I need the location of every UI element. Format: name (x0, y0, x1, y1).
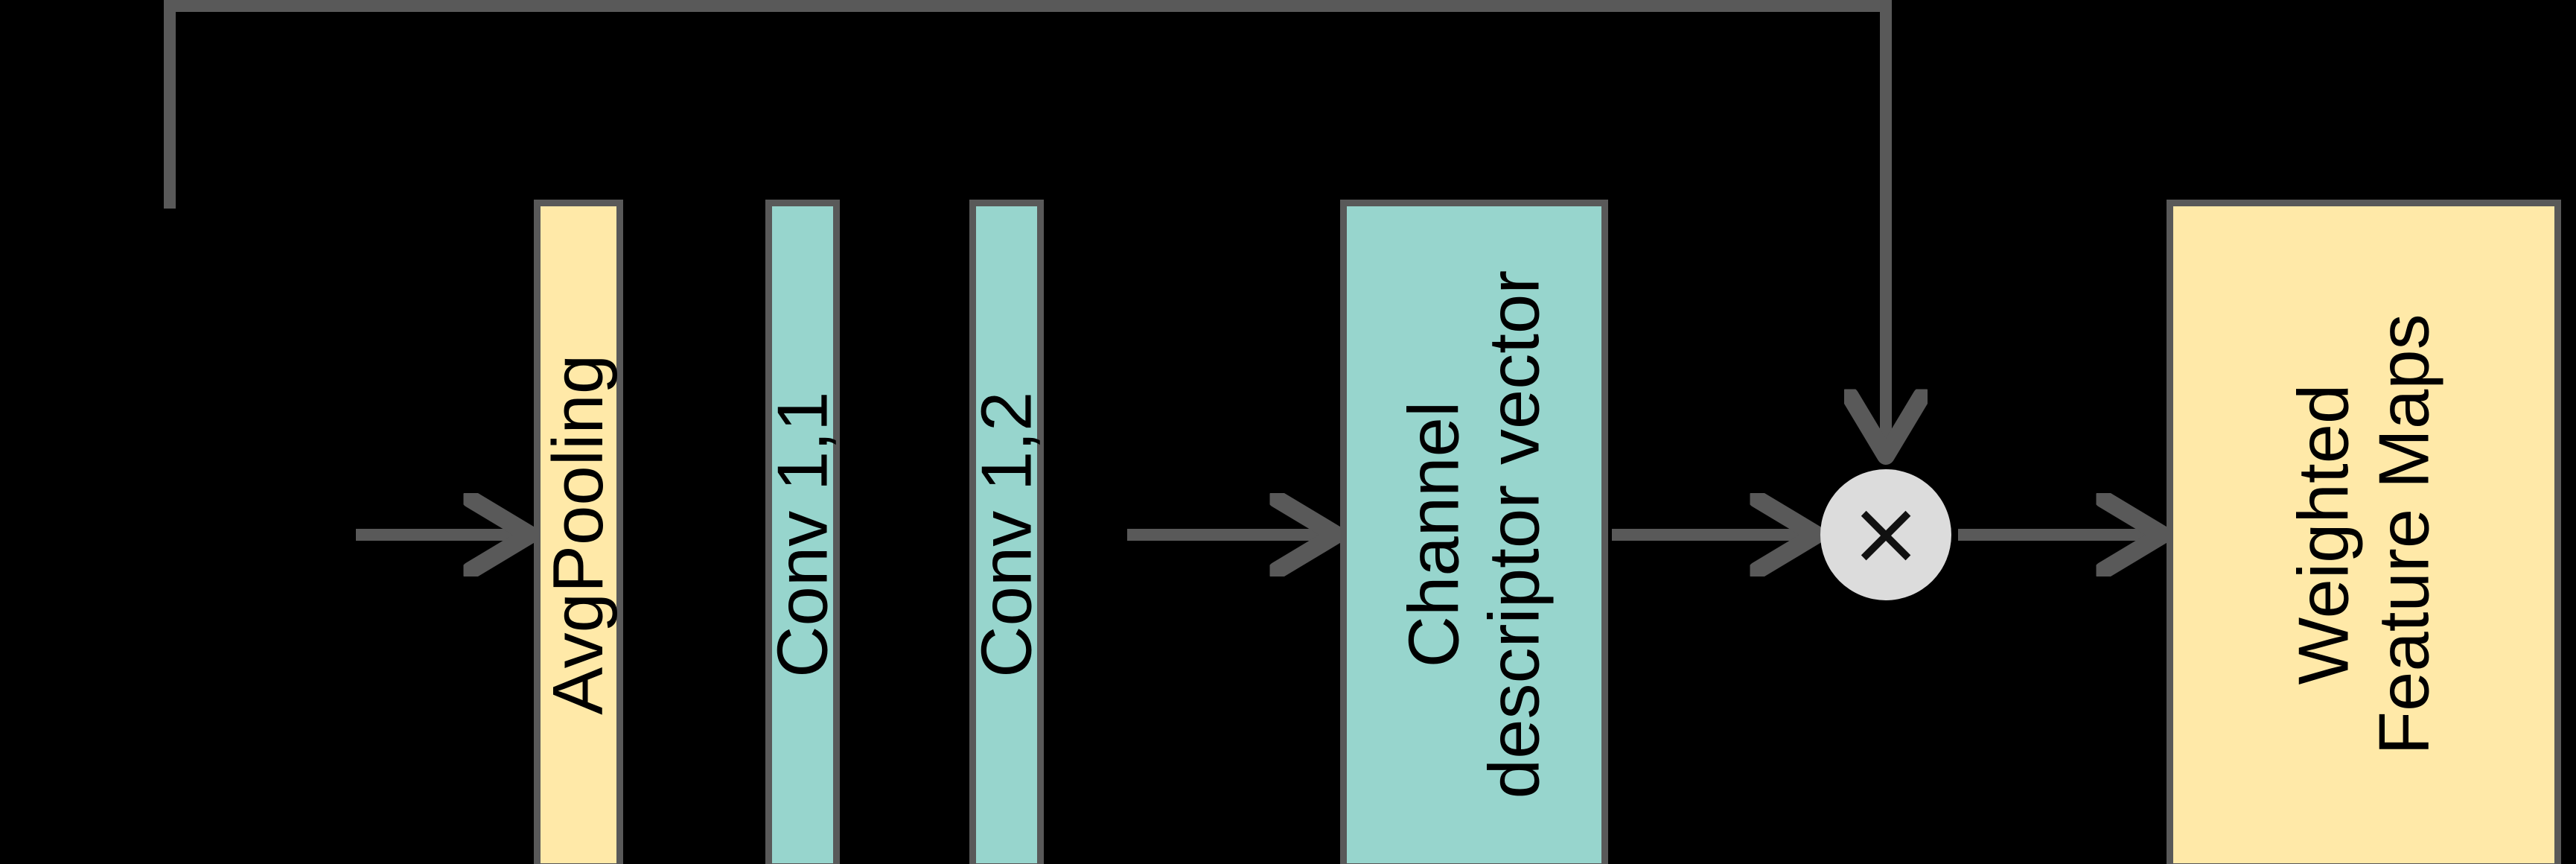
weighted-label-line-2: Feature Maps (2364, 314, 2444, 756)
weighted-label-line-1: Weighted (2283, 384, 2364, 685)
descriptor-label-line-1: Channel (1394, 401, 1474, 668)
edge-skip-connection (164, 0, 1886, 456)
node-conv-1-2-label: Conv 1,2 (966, 391, 1047, 679)
node-avgpooling[interactable]: AvgPooling (534, 200, 623, 864)
node-conv-1-1[interactable]: Conv 1,1 (762, 200, 843, 864)
node-conv-1-1-label: Conv 1,1 (762, 391, 843, 679)
node-avgpooling-label: AvgPooling (538, 355, 619, 715)
multiply-icon: × (1849, 481, 1923, 584)
node-conv-1-2[interactable]: Conv 1,2 (966, 200, 1047, 864)
node-multiply[interactable]: × (1820, 469, 1951, 600)
descriptor-label-line-2: descriptor vector (1474, 270, 1554, 799)
